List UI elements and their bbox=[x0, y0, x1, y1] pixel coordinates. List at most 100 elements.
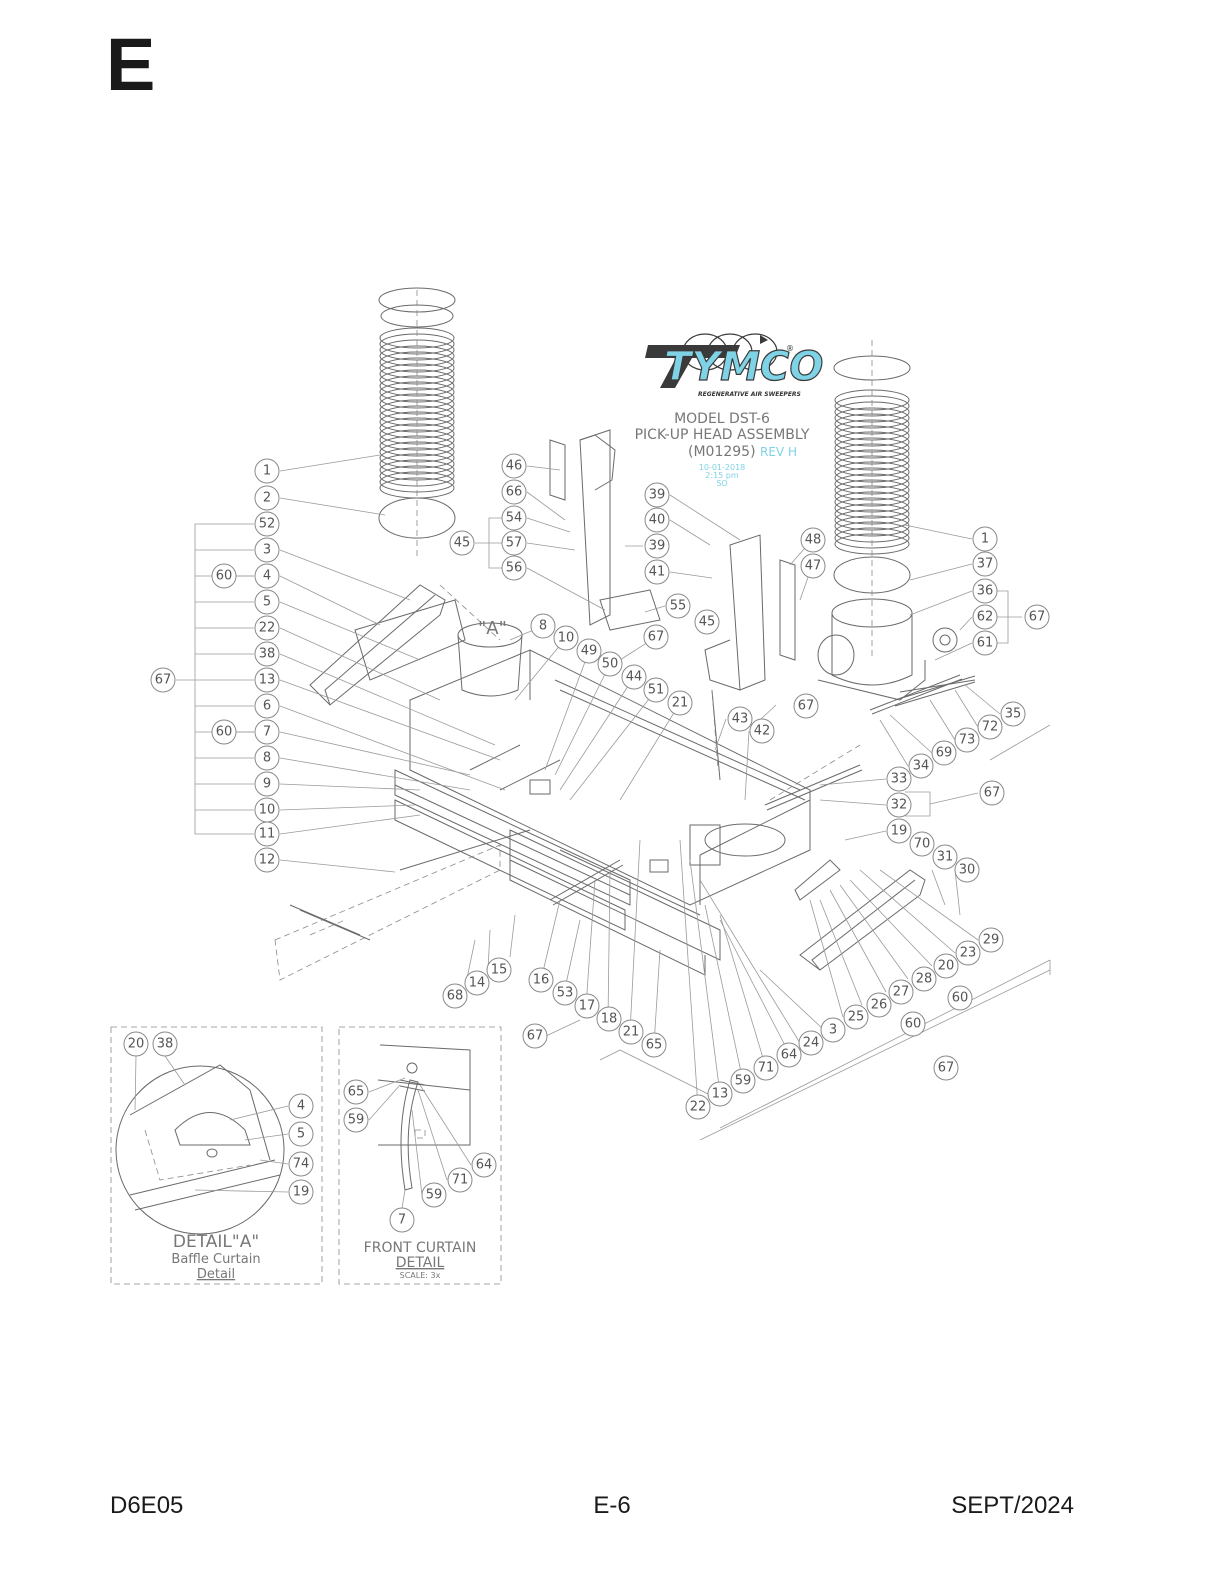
footer-date: SEPT/2024 bbox=[951, 1492, 1074, 1519]
part-callout: 61 bbox=[972, 630, 998, 656]
callout-number: 56 bbox=[506, 561, 523, 576]
logo-registered-mark: ® bbox=[786, 344, 794, 353]
callout-bubble bbox=[254, 641, 280, 667]
callout-bubble bbox=[644, 507, 670, 533]
part-callout: 49 bbox=[576, 638, 602, 664]
part-callout: 16 bbox=[528, 967, 554, 993]
callout-bubble bbox=[211, 719, 237, 745]
part-callout: 31 bbox=[932, 844, 958, 870]
callout-number: 65 bbox=[646, 1038, 663, 1053]
callout-number: 32 bbox=[891, 798, 908, 813]
callout-number: 43 bbox=[732, 712, 749, 727]
bellows-ring bbox=[834, 467, 910, 489]
title-block: MODEL DST-6 PICK-UP HEAD ASSEMBLY (M0129… bbox=[635, 411, 810, 488]
callout-bubble bbox=[597, 651, 623, 677]
callout-bubble bbox=[685, 1094, 711, 1120]
callout-number: 48 bbox=[805, 533, 822, 548]
part-callout: 1 bbox=[254, 458, 280, 484]
callout-number: 62 bbox=[977, 610, 994, 625]
part-callout: 32 bbox=[886, 792, 912, 818]
part-callout: 59 bbox=[730, 1068, 756, 1094]
callout-number: 60 bbox=[216, 725, 233, 740]
callout-bubble bbox=[254, 719, 280, 745]
callout-bubble bbox=[254, 745, 280, 771]
part-callout: 57 bbox=[501, 530, 527, 556]
callout-number: 39 bbox=[649, 539, 666, 554]
callout-number: 47 bbox=[805, 559, 822, 574]
callout-number: 22 bbox=[259, 621, 276, 636]
part-callout: 13 bbox=[254, 667, 280, 693]
part-callout: 44 bbox=[621, 664, 647, 690]
callout-number: 20 bbox=[938, 959, 955, 974]
callout-bubble bbox=[254, 537, 280, 563]
callout-number: 7 bbox=[263, 725, 271, 740]
part-callout: 22 bbox=[685, 1094, 711, 1120]
left-bellows bbox=[378, 287, 456, 560]
leader-lines bbox=[279, 454, 1001, 1108]
callout-number: 30 bbox=[959, 863, 976, 878]
callout-number: 37 bbox=[977, 557, 994, 572]
callout-bubble bbox=[644, 559, 670, 585]
callout-number: 44 bbox=[626, 670, 643, 685]
callout-bubble bbox=[501, 555, 527, 581]
callout-number: 20 bbox=[128, 1037, 145, 1052]
callout-bubble bbox=[641, 1032, 667, 1058]
callout-group-brackets bbox=[176, 517, 1022, 835]
callout-bubble bbox=[909, 831, 935, 857]
part-callout: 25 bbox=[843, 1004, 869, 1030]
tymco-logo: TYMCO ® REGENERATIVE AIR SWEEPERS bbox=[645, 333, 824, 398]
callout-bubble bbox=[621, 664, 647, 690]
callout-bubble bbox=[933, 953, 959, 979]
front-curtain-part-callout: 65 bbox=[343, 1079, 369, 1105]
fan-lines bbox=[599, 724, 1051, 1141]
part-callout: 45 bbox=[694, 609, 720, 635]
callout-bubble bbox=[442, 983, 468, 1009]
callout-number: 3 bbox=[263, 543, 271, 558]
part-callout: 72 bbox=[977, 714, 1003, 740]
section-letter: E bbox=[106, 23, 156, 106]
callout-bubble bbox=[932, 844, 958, 870]
callout-bubble bbox=[343, 1079, 369, 1105]
part-callout: 2 bbox=[254, 485, 280, 511]
callout-number: 21 bbox=[672, 696, 689, 711]
callout-bubble bbox=[254, 511, 280, 537]
callout-bubble bbox=[288, 1179, 314, 1205]
callout-number: 67 bbox=[648, 630, 665, 645]
callout-bubble bbox=[644, 533, 670, 559]
part-callout: 53 bbox=[552, 980, 578, 1006]
part-callout: 46 bbox=[501, 453, 527, 479]
callout-number: 53 bbox=[557, 986, 574, 1001]
part-callout: 23 bbox=[955, 940, 981, 966]
callout-bubble bbox=[254, 589, 280, 615]
detail-a-part-callout: 4 bbox=[288, 1093, 314, 1119]
part-callout: 64 bbox=[776, 1042, 802, 1068]
callout-number: 50 bbox=[602, 657, 619, 672]
callout-bubble bbox=[486, 957, 512, 983]
callout-bubble bbox=[800, 527, 826, 553]
callout-bubble bbox=[931, 740, 957, 766]
callout-number: 46 bbox=[506, 459, 523, 474]
callout-number: 65 bbox=[348, 1085, 365, 1100]
callout-bubble bbox=[449, 530, 475, 556]
front-curtain-scale: SCALE: 3x bbox=[400, 1271, 441, 1280]
callout-bubble bbox=[730, 1068, 756, 1094]
part-callout: 39 bbox=[644, 533, 670, 559]
part-callout: 1 bbox=[972, 526, 998, 552]
revision-label: REV H bbox=[760, 445, 797, 459]
callout-number: 36 bbox=[977, 584, 994, 599]
callout-number: 64 bbox=[476, 1158, 493, 1173]
detail-a-part-callout: 20 bbox=[123, 1031, 149, 1057]
assembly-title: PICK-UP HEAD ASSEMBLY bbox=[635, 427, 810, 443]
part-callout: 28 bbox=[911, 966, 937, 992]
callout-number: 67 bbox=[1029, 610, 1046, 625]
callout-number: 9 bbox=[263, 777, 271, 792]
callout-bubble bbox=[900, 1011, 926, 1037]
callout-bubble bbox=[254, 847, 280, 873]
callout-number: 13 bbox=[259, 673, 276, 688]
callout-bubble bbox=[972, 551, 998, 577]
front-curtain-part-callout: 59 bbox=[343, 1107, 369, 1133]
callout-bubble bbox=[254, 821, 280, 847]
callout-bubble bbox=[464, 970, 490, 996]
part-callout: 27 bbox=[888, 979, 914, 1005]
part-callout: 3 bbox=[820, 1017, 846, 1043]
